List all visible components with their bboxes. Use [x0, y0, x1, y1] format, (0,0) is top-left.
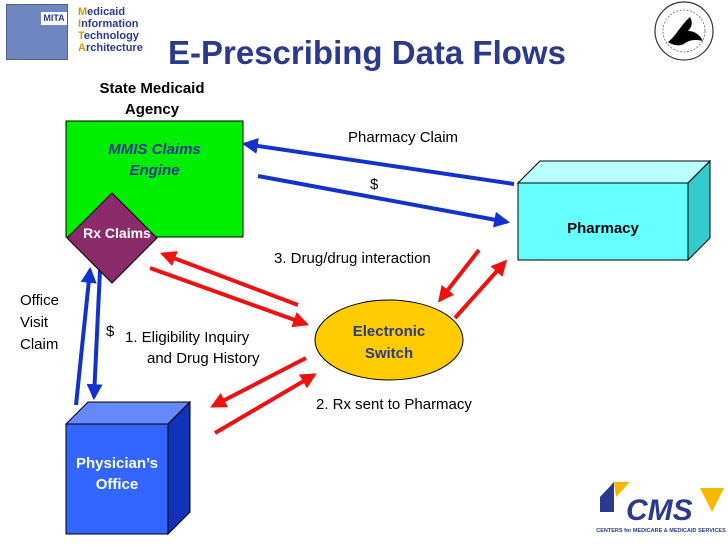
- mmis-label-line-2: Engine: [129, 162, 180, 179]
- mita-line-2: Information: [78, 18, 139, 30]
- eligibility-label-line-1: 1. Eligibility Inquiry: [125, 329, 250, 346]
- drug-interaction-label: 3. Drug/drug interaction: [274, 250, 431, 267]
- rx-claims-diamond: [66, 192, 158, 284]
- hhs-eagle-seal-icon: [654, 1, 714, 61]
- pharmacy-label: Pharmacy: [567, 220, 639, 237]
- physician-label-line-2: Office: [95, 476, 139, 493]
- eligibility-label-line-2: and Drug History: [147, 350, 260, 367]
- state-agency-label-line-2: Agency: [124, 101, 180, 118]
- physician-label-line-1: Physician’s: [76, 455, 158, 472]
- mita-line-1: Medicaid: [78, 6, 126, 18]
- pharmacy-payment-arrow: [257, 174, 511, 228]
- rx-claims-to-switch-arrow: [149, 266, 310, 328]
- state-agency-label-line-1: State Medicaid: [99, 80, 205, 97]
- office-visit-label-line-2: Visit: [20, 314, 49, 331]
- switch-label-line-2: Switch: [364, 345, 414, 362]
- cms-logo-text: CMS: [626, 494, 693, 527]
- pharmacy-dollar-label: $: [370, 176, 379, 193]
- cms-logo: CMS: [600, 482, 724, 527]
- physician-to-switch-arrow: [213, 373, 317, 435]
- physician-payment-arrow: [86, 269, 103, 401]
- pharmacy-claim-label: Pharmacy Claim: [348, 129, 459, 146]
- electronic-switch-ellipse: [314, 299, 464, 381]
- page-title: E-Prescribing Data Flows: [168, 34, 566, 71]
- mita-line-3: Technology: [78, 30, 139, 42]
- mita-logo: MITA: [6, 4, 68, 60]
- pharmacy-claim-arrow: [241, 137, 515, 186]
- switch-to-rx-claims-arrow: [160, 251, 299, 307]
- cms-subtitle: CENTERS for MEDICARE & MEDICAID SERVICES: [596, 528, 726, 534]
- mita-logo-text: Medicaid Information Technology Architec…: [78, 6, 143, 54]
- physicians-office-box: [64, 400, 192, 536]
- mmis-label-line-1: MMIS Claims: [108, 141, 201, 158]
- switch-to-pharmacy-arrow: [453, 259, 508, 320]
- pharmacy-box: [516, 159, 712, 262]
- mita-badge: MITA: [41, 12, 67, 25]
- switch-to-physician-arrow: [210, 356, 307, 408]
- rx-claims-label: Rx Claims: [83, 225, 151, 241]
- pharmacy-to-switch-arrow: [438, 248, 481, 303]
- office-visit-label-line-3: Claim: [20, 336, 59, 353]
- office-visit-label-line-1: Office: [20, 292, 59, 309]
- mita-line-4: Architecture: [78, 42, 143, 54]
- physician-dollar-label: $: [106, 323, 115, 340]
- office-visit-claim-arrow: [74, 266, 97, 406]
- rx-sent-label: 2. Rx sent to Pharmacy: [316, 396, 472, 413]
- switch-label-line-1: Electronic: [352, 323, 426, 340]
